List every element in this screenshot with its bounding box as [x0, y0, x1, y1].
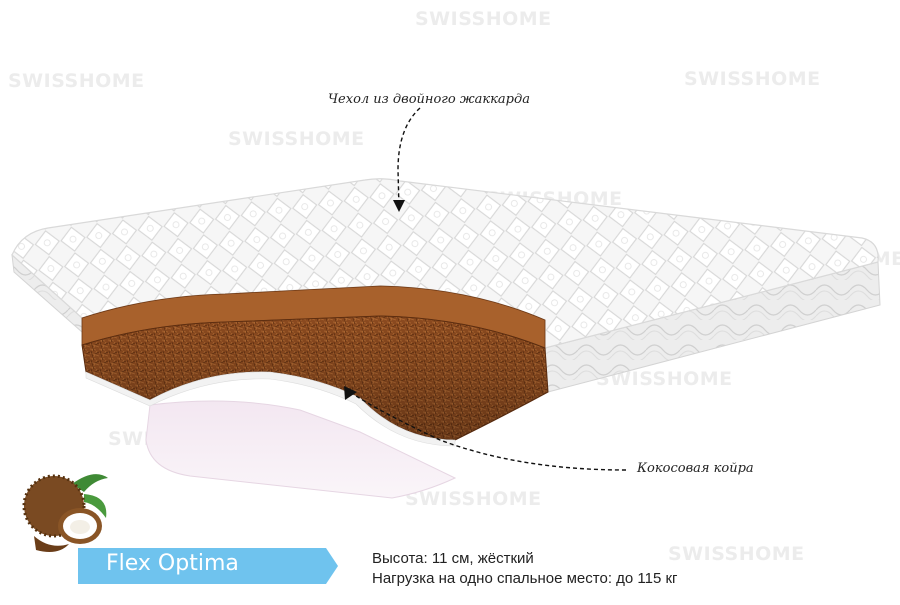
- watermark: SWISSHOME: [684, 68, 821, 90]
- watermark: SWISSHOME: [8, 70, 145, 92]
- spec-load: Нагрузка на одно спальное место: до 115 …: [372, 570, 678, 587]
- product-name: Flex Optima: [106, 551, 239, 576]
- core-callout-label: Кокосовая койра: [637, 461, 754, 476]
- product-name-banner: [78, 548, 338, 584]
- spec-height: Высота: 11 см, жёсткий: [372, 550, 534, 567]
- watermark: SWISSHOME: [405, 488, 542, 510]
- coconut-icon: [22, 474, 108, 552]
- watermark: SWISSHOME: [415, 8, 552, 30]
- watermark: SWISSHOME: [668, 543, 805, 565]
- cover-callout-label: Чехол из двойного жаккарда: [328, 92, 530, 107]
- watermark: SWISSHOME: [228, 128, 365, 150]
- watermark: SWISSHOME: [596, 368, 733, 390]
